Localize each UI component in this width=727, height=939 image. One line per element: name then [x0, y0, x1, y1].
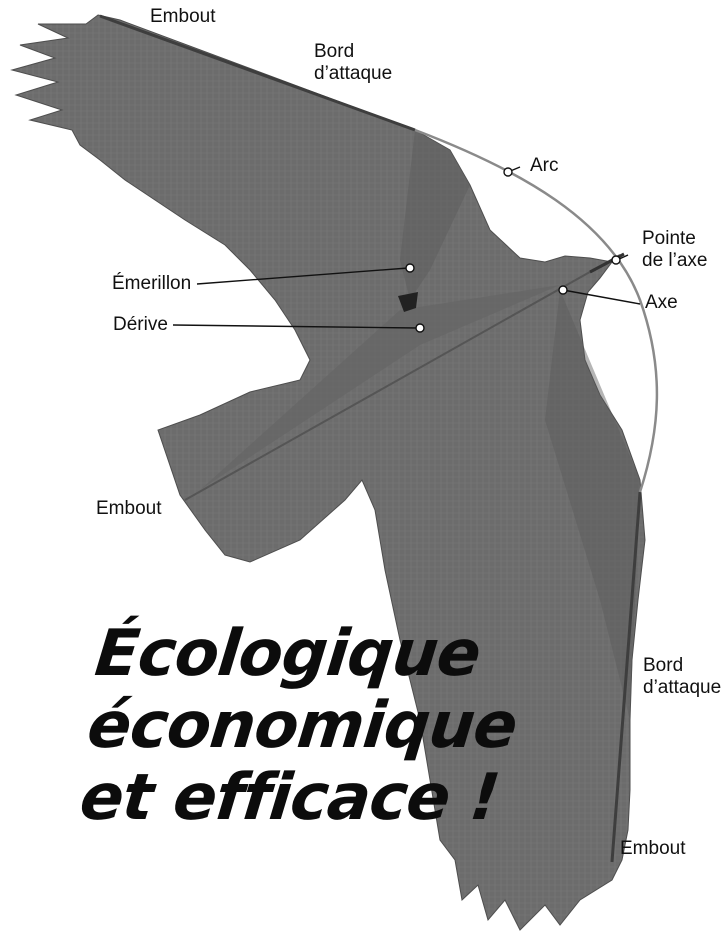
label-emerillon: Émerillon — [112, 273, 191, 295]
marker-pointe — [612, 256, 620, 264]
label-bord-top-line2: d’attaque — [314, 63, 392, 85]
marker-axe — [559, 286, 567, 294]
label-embout-top: Embout — [150, 6, 215, 28]
slogan-line-3: et efficace ! — [77, 762, 513, 834]
marker-emerillon — [406, 264, 414, 272]
label-arc: Arc — [530, 155, 559, 177]
slogan-line-2: économique — [84, 690, 520, 762]
label-bord-top-line1: Bord — [314, 41, 354, 63]
label-axe: Axe — [645, 292, 678, 314]
label-pointe-line2: de l’axe — [642, 250, 708, 272]
slogan: Écologique économique et efficace ! — [77, 618, 528, 834]
marker-derive — [416, 324, 424, 332]
label-embout-left: Embout — [96, 498, 161, 520]
slogan-line-1: Écologique — [92, 618, 528, 690]
label-derive: Dérive — [113, 314, 168, 336]
marker-arc — [504, 168, 512, 176]
label-bord-right-line1: Bord — [643, 655, 683, 677]
label-pointe-line1: Pointe — [642, 228, 696, 250]
label-bord-right-line2: d’attaque — [643, 677, 721, 699]
label-embout-bottom: Embout — [620, 838, 685, 860]
